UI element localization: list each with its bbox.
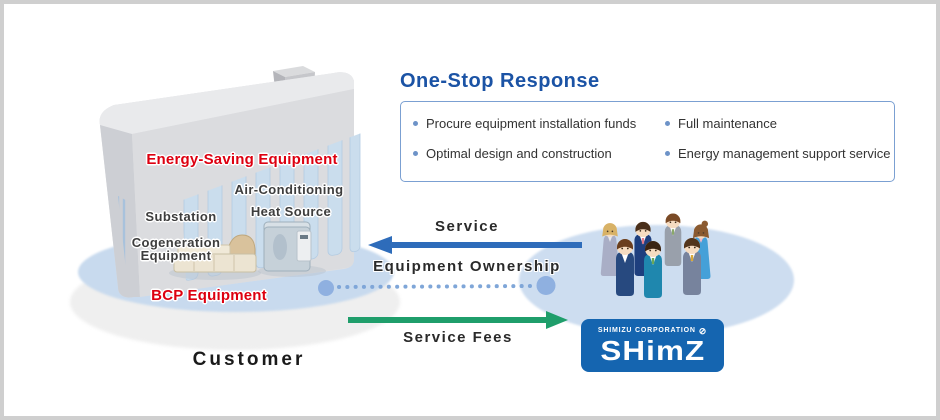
shimizu-logo: SHIMIZU CORPORATION⊘ SHimZ	[581, 319, 724, 372]
bcp-equipment-label: BCP Equipment	[151, 287, 267, 304]
feature-label: Optimal design and construction	[426, 146, 612, 161]
shimizu-brand-wordmark: SHimZ	[600, 334, 705, 366]
bullet-icon	[413, 121, 418, 126]
heat-source-label: Heat Source	[250, 204, 332, 219]
heat-source-unit-illustration	[258, 221, 326, 277]
person-figure	[616, 239, 634, 296]
air-conditioning-label: Air-Conditioning	[234, 182, 344, 197]
cogeneration-unit-illustration	[169, 234, 261, 280]
service-arrow-icon	[368, 236, 392, 254]
feature-item: Procure equipment installation funds	[413, 116, 661, 131]
person-figure	[683, 238, 701, 295]
substation-label: Substation	[145, 209, 217, 224]
feature-label: Energy management support service	[678, 146, 891, 161]
bullet-icon	[413, 151, 418, 156]
feature-item: Full maintenance	[665, 116, 890, 131]
feature-item: Optimal design and construction	[413, 146, 661, 161]
dotted-endpoint-right	[536, 276, 556, 295]
bullet-icon	[665, 121, 670, 126]
person-figure	[600, 223, 620, 276]
customer-building-illustration	[99, 66, 361, 298]
cogeneration-label-line1: Cogeneration	[131, 235, 221, 250]
shimizu-mark-icon: ⊘	[698, 325, 708, 336]
service-fees-arrow-icon	[546, 311, 568, 329]
equipment-ownership-dotted-line	[318, 276, 556, 296]
shimizu-corporation-line: SHIMIZU CORPORATION⊘	[597, 325, 708, 336]
dotted-endpoint-left	[318, 280, 334, 296]
feature-label: Full maintenance	[678, 116, 777, 131]
one-stop-response-title: One-Stop Response	[400, 70, 600, 92]
feature-item: Energy management support service	[665, 146, 890, 161]
company-staff-illustration	[600, 213, 711, 298]
cogeneration-label-line2: Equipment	[140, 248, 212, 263]
cogeneration-equipment-label: Cogeneration Equipment	[132, 236, 221, 262]
service-fees-label: Service Fees	[403, 329, 513, 346]
service-arrow-shaft	[390, 242, 582, 248]
person-figure	[664, 213, 682, 266]
corporation-name: SHIMIZU CORPORATION	[597, 327, 696, 334]
service-fees-arrow-shaft	[348, 317, 546, 323]
energy-saving-equipment-label: Energy-Saving Equipment	[146, 151, 338, 168]
equipment-ownership-label: Equipment Ownership	[373, 258, 561, 275]
service-flow-label: Service	[435, 218, 499, 235]
feature-box: Procure equipment installation funds Ful…	[400, 101, 895, 182]
customer-caption: Customer	[192, 349, 306, 370]
feature-label: Procure equipment installation funds	[426, 116, 637, 131]
bullet-icon	[665, 151, 670, 156]
person-figure	[644, 241, 662, 298]
